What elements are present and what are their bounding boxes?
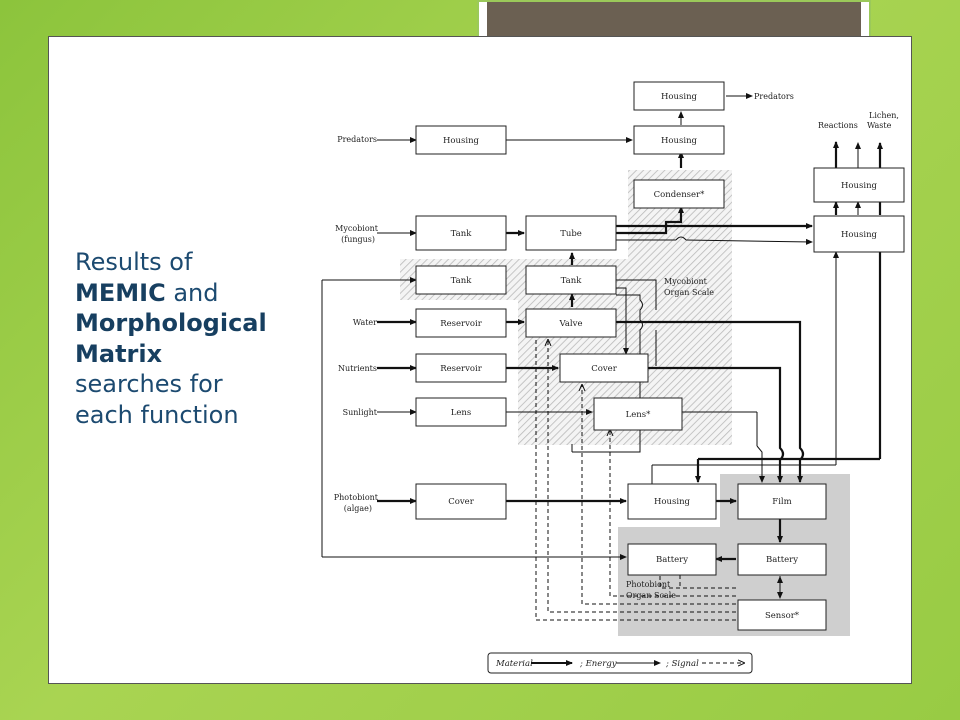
box-sensor bbox=[737, 599, 827, 631]
input-sunlight: Sunlight bbox=[343, 408, 378, 417]
label-reservoir-1: Reservoir bbox=[440, 319, 483, 329]
box-film bbox=[737, 483, 827, 520]
input-water: Water bbox=[353, 318, 377, 327]
text-morphological: Morphological bbox=[75, 309, 267, 337]
text-line-5: each function bbox=[75, 400, 239, 429]
label-housing-mid: Housing bbox=[661, 136, 698, 146]
box-lens-star bbox=[593, 397, 683, 431]
label-battery-1: Battery bbox=[656, 555, 688, 565]
text-matrix: Matrix bbox=[75, 339, 163, 368]
text-and: and bbox=[173, 278, 219, 307]
box-tube bbox=[525, 215, 617, 251]
box-valve bbox=[525, 308, 617, 338]
input-predators: Predators bbox=[337, 135, 377, 144]
box-housing-right-1 bbox=[813, 167, 905, 203]
text-memic: MEMIC bbox=[75, 278, 166, 307]
label-housing-right-2: Housing bbox=[841, 230, 878, 240]
box-cover-1 bbox=[559, 353, 649, 383]
label-housing-photobiont: Housing bbox=[654, 497, 691, 507]
label-housing-top: Housing bbox=[661, 92, 698, 102]
box-cover-2 bbox=[415, 483, 507, 520]
box-battery-2 bbox=[737, 543, 827, 576]
box-housing-predators bbox=[415, 125, 507, 155]
label-lens: Lens bbox=[451, 408, 472, 418]
region-label-mycobiont-1: Mycobiont bbox=[664, 277, 708, 286]
slide-body-text: Results of MEMIC and Morphological Matri… bbox=[75, 247, 307, 430]
box-battery-1 bbox=[627, 543, 717, 576]
box-housing-mid bbox=[633, 125, 725, 155]
input-photobiont-1: Photobiont bbox=[334, 493, 379, 502]
legend-signal: ; Signal bbox=[665, 659, 699, 669]
text-line-4: searches for bbox=[75, 370, 223, 398]
box-housing-top bbox=[633, 81, 725, 111]
label-tube: Tube bbox=[560, 229, 582, 239]
output-lichen-1: Lichen, bbox=[869, 111, 899, 120]
box-housing-photobiont bbox=[627, 483, 717, 520]
diagram-legend: Material ; Energy ; Signal bbox=[487, 652, 753, 674]
label-tank-3: Tank bbox=[561, 276, 583, 286]
input-nutrients: Nutrients bbox=[338, 364, 377, 373]
label-valve: Valve bbox=[559, 319, 583, 329]
label-reservoir-2: Reservoir bbox=[440, 364, 483, 374]
label-sensor: Sensor* bbox=[765, 611, 800, 621]
mycobiont-organ-region bbox=[400, 170, 732, 445]
legend-material: Material bbox=[495, 659, 533, 669]
region-label-photobiont-1: Photobiont bbox=[626, 580, 671, 589]
box-tank-2 bbox=[415, 265, 507, 295]
label-lens-star: Lens* bbox=[626, 410, 652, 420]
label-housing-right-1: Housing bbox=[841, 181, 878, 191]
input-photobiont-2: (algae) bbox=[344, 504, 372, 513]
box-reservoir-2 bbox=[415, 353, 507, 383]
label-condenser: Condenser* bbox=[654, 190, 705, 200]
region-label-mycobiont-2: Organ Scale bbox=[664, 288, 714, 297]
input-mycobiont-2: (fungus) bbox=[341, 235, 375, 244]
legend-energy: ; Energy bbox=[579, 659, 617, 669]
label-tank-2: Tank bbox=[451, 276, 473, 286]
label-cover-2: Cover bbox=[448, 497, 474, 507]
box-housing-right-2 bbox=[813, 215, 905, 253]
label-battery-2: Battery bbox=[766, 555, 798, 565]
output-reactions: Reactions bbox=[818, 121, 858, 130]
label-tank-1: Tank bbox=[451, 229, 473, 239]
output-lichen-2: Waste bbox=[867, 121, 892, 130]
label-housing-predators: Housing bbox=[443, 136, 480, 146]
box-tank-1 bbox=[415, 215, 507, 251]
text-line-1: Results of bbox=[75, 248, 193, 276]
box-lens bbox=[415, 397, 507, 427]
output-predators: Predators bbox=[754, 92, 794, 101]
box-tank-3 bbox=[525, 265, 617, 295]
label-film: Film bbox=[772, 497, 791, 507]
box-condenser bbox=[633, 179, 725, 209]
label-cover-1: Cover bbox=[591, 364, 617, 374]
box-reservoir-1 bbox=[415, 308, 507, 338]
input-mycobiont-1: Mycobiont bbox=[335, 224, 379, 233]
